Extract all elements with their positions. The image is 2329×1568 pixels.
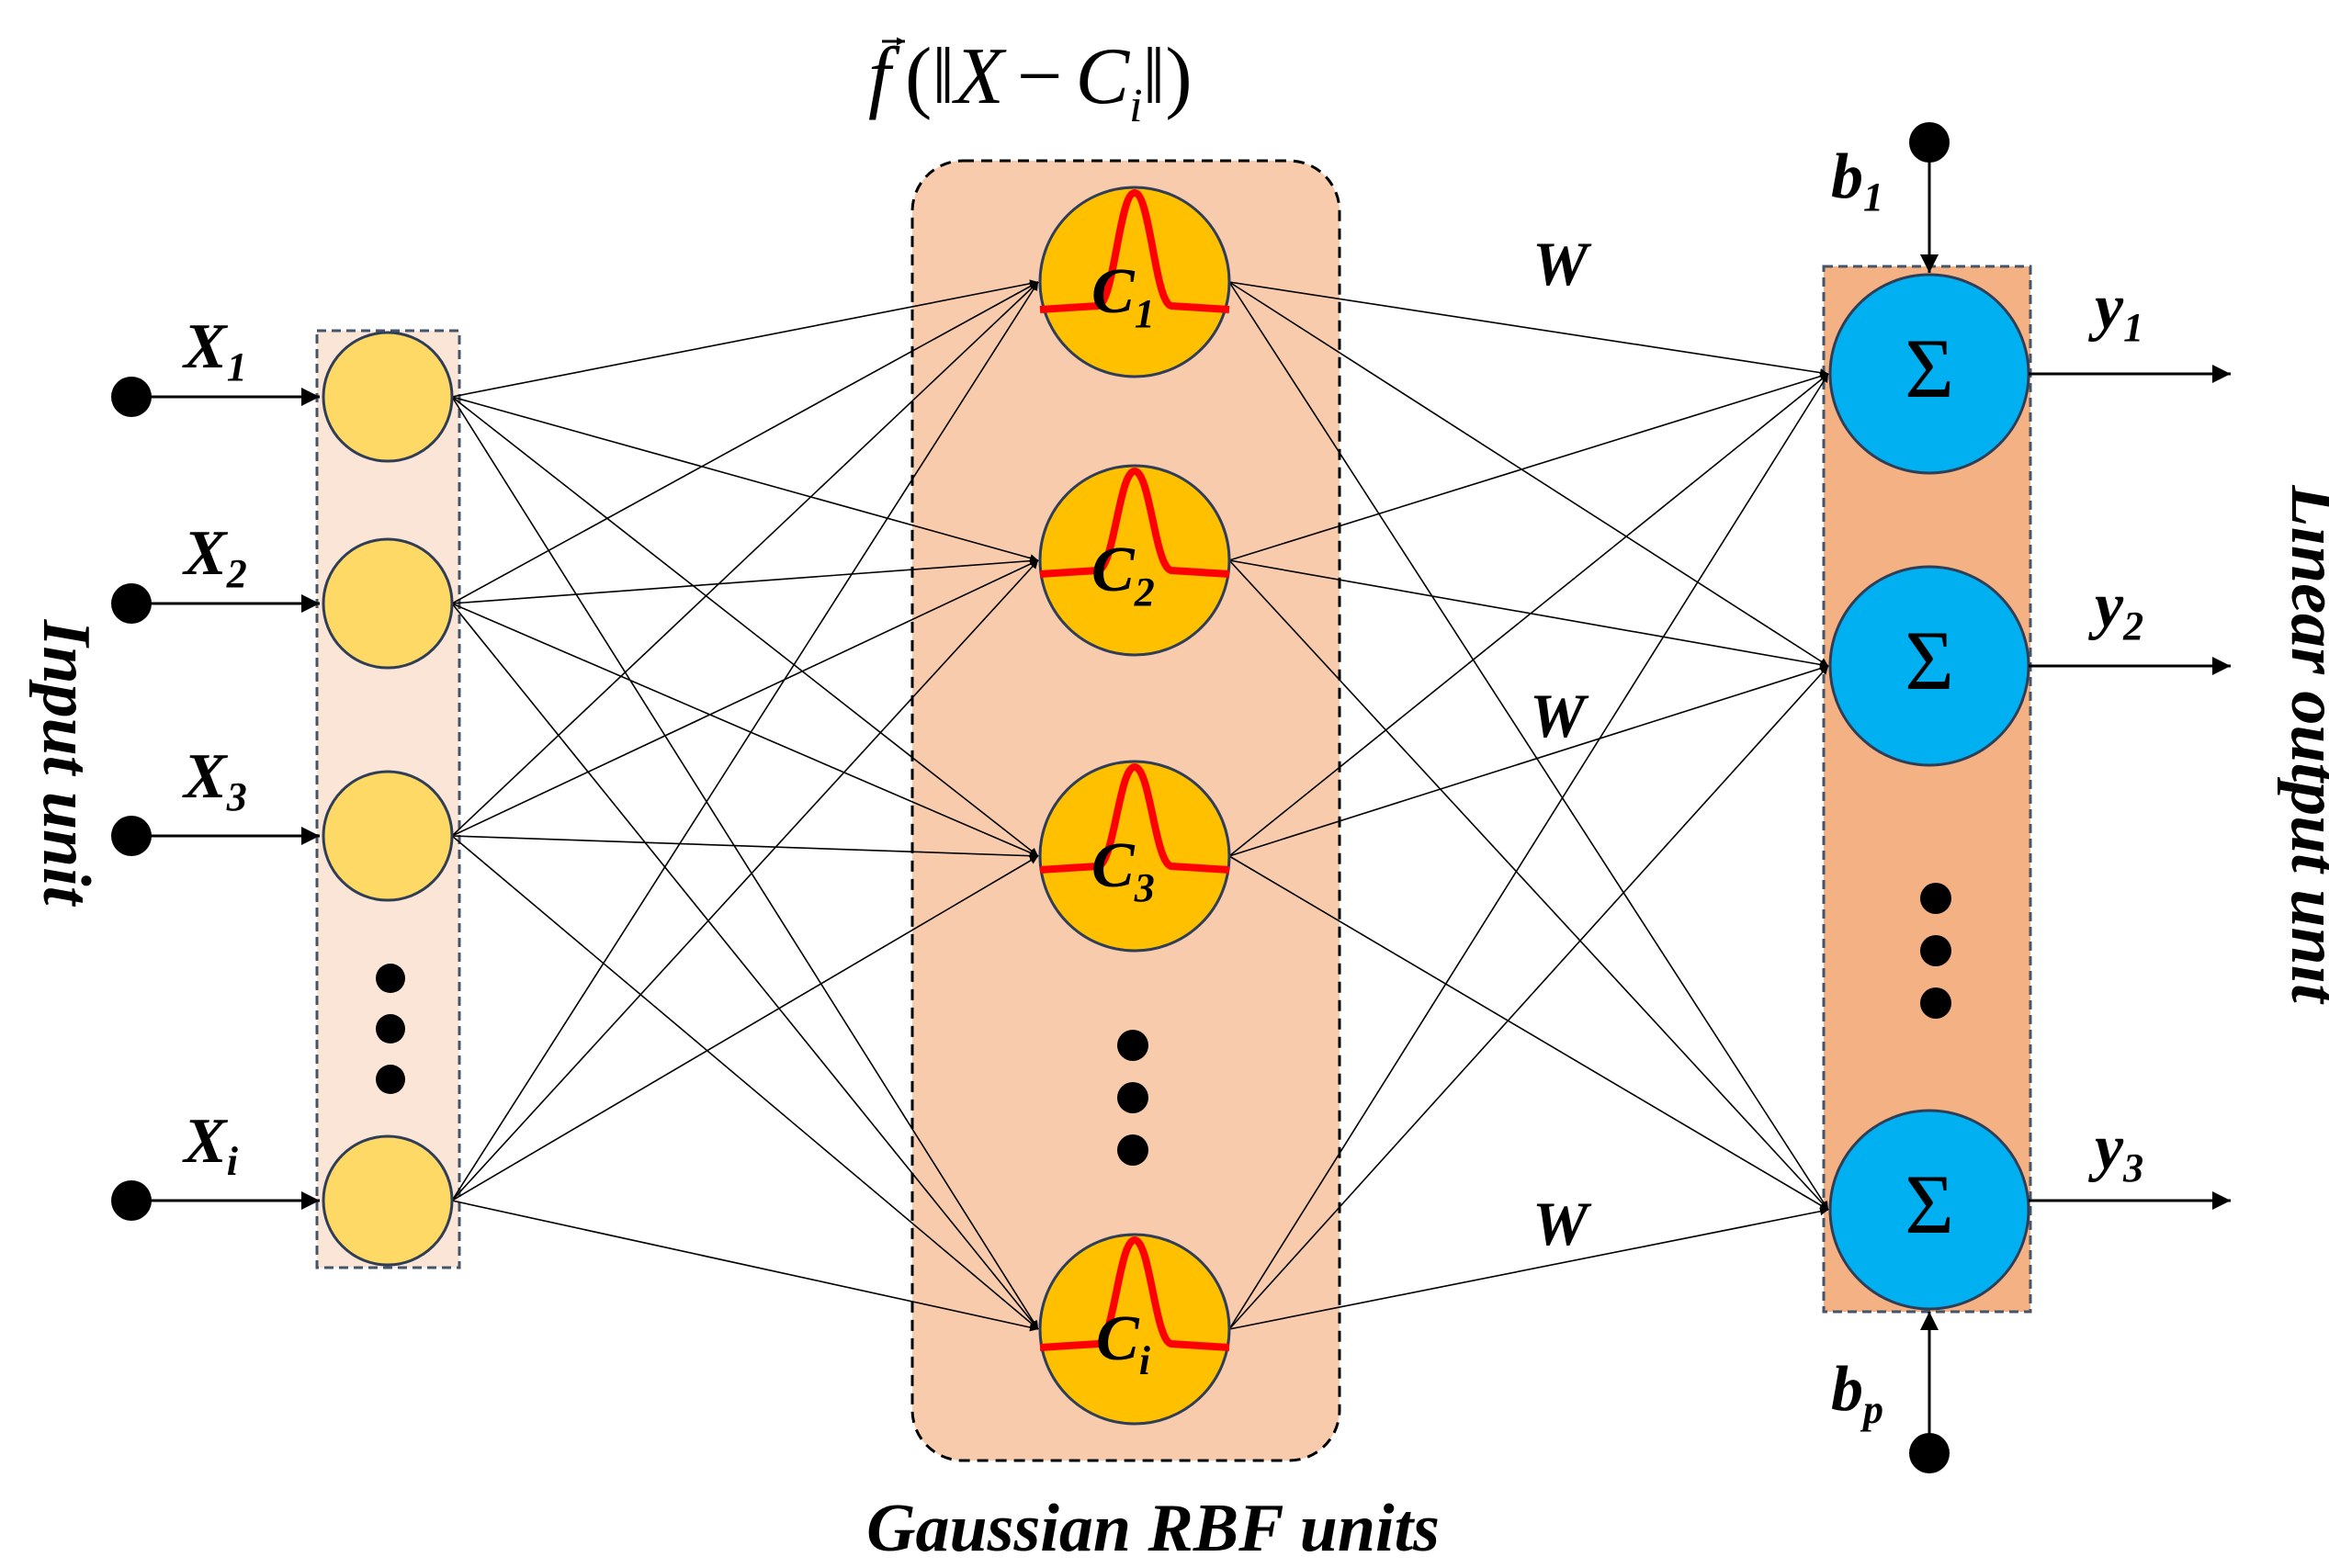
svg-text:C3: C3 — [1091, 830, 1155, 910]
bias-1-group — [1909, 122, 1950, 273]
connection-input-2-rbf-1 — [451, 281, 1039, 604]
connection-rbf-3-output-1 — [1228, 373, 1829, 857]
bias-label-1: b1 — [1831, 141, 1883, 220]
connection-rbf-2-output-2 — [1228, 559, 1829, 669]
svg-text:f: f — [868, 32, 900, 121]
rbf-node-1: C1 — [1038, 186, 1231, 378]
rbf-node-3: C3 — [1038, 760, 1231, 953]
input-ellipsis — [376, 964, 405, 1094]
connection-rbf-4-output-1 — [1228, 373, 1829, 1330]
connection-input-4-rbf-1 — [451, 281, 1039, 1201]
rbf-ellipsis — [1117, 1030, 1148, 1166]
connection-rbf-1-output-2 — [1228, 281, 1829, 667]
weight-label-top: W — [1532, 229, 1592, 299]
connection-input-1-rbf-1 — [451, 279, 1039, 398]
connection-input-1-rbf-3 — [451, 396, 1039, 857]
input-to-rbf-connections — [451, 279, 1039, 1332]
connection-rbf-4-output-2 — [1228, 665, 1829, 1330]
input-node-group — [322, 331, 454, 1267]
svg-text:Σ: Σ — [1905, 614, 1954, 707]
connection-input-2-rbf-3 — [451, 603, 1039, 857]
svg-text:C1: C1 — [1091, 256, 1155, 336]
gaussian-curve-i — [1039, 1235, 1230, 1351]
connection-rbf-3-output-3 — [1228, 855, 1829, 1211]
output-node-2: Σ — [1828, 565, 2030, 767]
output-label-1: y1 — [2088, 272, 2143, 350]
input-label-i: Xi — [182, 1106, 239, 1184]
output-arrows — [2029, 365, 2231, 1210]
connection-input-1-rbf-4 — [451, 396, 1039, 1330]
svg-text:Σ: Σ — [1905, 321, 1954, 415]
bias-p-group — [1909, 1312, 1950, 1473]
input-node-2 — [322, 537, 454, 670]
output-label-3: y3 — [2088, 1112, 2143, 1190]
connection-input-3-rbf-2 — [451, 559, 1039, 837]
output-node-3: Σ — [1828, 1109, 2030, 1311]
connection-input-2-rbf-2 — [451, 557, 1039, 604]
connection-rbf-2-output-1 — [1228, 372, 1829, 561]
svg-text:C2: C2 — [1091, 535, 1155, 615]
connection-input-4-rbf-3 — [451, 855, 1039, 1201]
connection-input-1-rbf-2 — [451, 396, 1039, 562]
connection-input-3-rbf-4 — [451, 835, 1039, 1330]
rbf-units-label: Gaussian RBF units — [866, 1491, 1440, 1566]
gaussian-curve-2 — [1039, 467, 1230, 578]
input-unit-label: Input unit — [28, 619, 104, 908]
bias-label-p: bp — [1831, 1354, 1883, 1432]
rbf-node-i: Ci — [1038, 1233, 1231, 1426]
rbf-to-output-connections — [1228, 281, 1829, 1330]
connection-rbf-3-output-2 — [1228, 664, 1829, 857]
gaussian-curve-3 — [1039, 762, 1230, 874]
connection-rbf-4-output-3 — [1228, 1207, 1829, 1330]
output-ellipsis — [1920, 883, 1951, 1019]
connection-input-3-rbf-1 — [451, 281, 1039, 837]
input-node-3 — [322, 770, 454, 902]
rbf-formula: f (‖X−Ci‖) — [868, 32, 1193, 132]
weight-label-bottom: W — [1532, 1189, 1592, 1258]
connection-rbf-1-output-3 — [1228, 281, 1829, 1211]
connection-rbf-1-output-1 — [1228, 281, 1829, 378]
input-label-1: X1 — [182, 311, 247, 389]
connection-input-2-rbf-4 — [451, 603, 1039, 1330]
svg-text:(‖X−Ci‖): (‖X−Ci‖) — [905, 32, 1193, 132]
svg-text:Ci: Ci — [1096, 1303, 1151, 1383]
input-node-i — [322, 1134, 454, 1267]
output-node-1: Σ — [1828, 273, 2030, 475]
connection-rbf-2-output-3 — [1228, 559, 1829, 1211]
input-terminal-group — [111, 377, 320, 1221]
connection-input-4-rbf-4 — [451, 1200, 1039, 1332]
gaussian-curve-1 — [1039, 188, 1230, 313]
input-label-2: X2 — [182, 518, 247, 596]
weight-label-middle: W — [1530, 681, 1589, 750]
connection-input-3-rbf-3 — [451, 835, 1039, 861]
svg-text:Σ: Σ — [1905, 1157, 1954, 1251]
output-label-2: y2 — [2088, 570, 2143, 649]
output-unit-label: Linear output unit — [2277, 484, 2329, 1005]
rbf-node-2: C2 — [1038, 464, 1231, 657]
input-label-3: X3 — [182, 741, 247, 819]
connection-input-4-rbf-2 — [451, 559, 1039, 1201]
input-node-1 — [322, 331, 454, 463]
